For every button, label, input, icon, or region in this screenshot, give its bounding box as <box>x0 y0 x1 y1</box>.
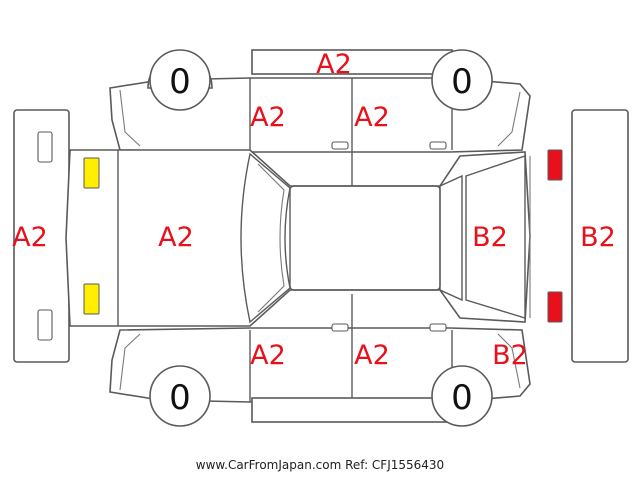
lower-front-fender-line <box>119 333 141 391</box>
upper-rear-wheel <box>431 49 493 111</box>
footer-ref: Ref: CFJ1556430 <box>345 458 445 472</box>
tire-rear-top-value: 0 <box>451 62 473 102</box>
front-fog-light-top <box>37 131 53 163</box>
lower-front-wheel <box>149 365 211 427</box>
grade-roof-strip-top: A2 <box>316 49 352 80</box>
upper-rear-fender-line <box>497 91 521 147</box>
lower-roof-strip <box>251 397 453 423</box>
upper-roof-strip <box>251 49 453 75</box>
lower-side-body <box>109 327 531 403</box>
tailgate-outline <box>465 155 526 319</box>
tire-rear-bottom-value: 0 <box>451 378 473 418</box>
grade-door-top-right: A2 <box>354 102 390 133</box>
footer-credit: www.CarFromJapan.com Ref: CFJ1556430 <box>0 458 640 472</box>
rear-bumper-panel <box>571 109 629 363</box>
grade-tailgate: B2 <box>472 222 508 253</box>
upper-side-body <box>109 77 531 153</box>
grade-door-bottom-left: A2 <box>250 340 286 371</box>
lower-rear-wheel <box>431 365 493 427</box>
grade-rear-bumper: B2 <box>580 222 616 253</box>
tire-front-bottom-value: 0 <box>169 378 191 418</box>
tire-front-top-value: 0 <box>169 62 191 102</box>
front-headlight-marker-top <box>83 157 100 189</box>
rear-taillight-marker-top <box>547 149 563 181</box>
front-fog-light-bottom <box>37 309 53 341</box>
grade-door-bottom-right: A2 <box>354 340 390 371</box>
windshield-outline <box>240 152 291 324</box>
grade-rear-quarter-bottom: B2 <box>492 340 528 371</box>
front-headlight-marker-bottom <box>83 283 100 315</box>
lower-rear-door-handle <box>429 323 447 332</box>
windshield-inner-line <box>257 163 285 313</box>
upper-rear-door-handle <box>429 141 447 150</box>
upper-front-wheel <box>149 49 211 111</box>
lower-rear-fender-line <box>497 333 521 389</box>
rear-taillight-marker-bottom <box>547 291 563 323</box>
footer-site: www.CarFromJapan.com <box>195 458 342 472</box>
grade-door-top-left: A2 <box>250 102 286 133</box>
upper-front-fender-line <box>119 89 141 147</box>
lower-front-door-handle <box>331 323 349 332</box>
grade-hood: A2 <box>158 222 194 253</box>
grade-front-bumper: A2 <box>12 222 48 253</box>
upper-front-door-handle <box>331 141 349 150</box>
rear-glass-outline <box>439 174 463 302</box>
